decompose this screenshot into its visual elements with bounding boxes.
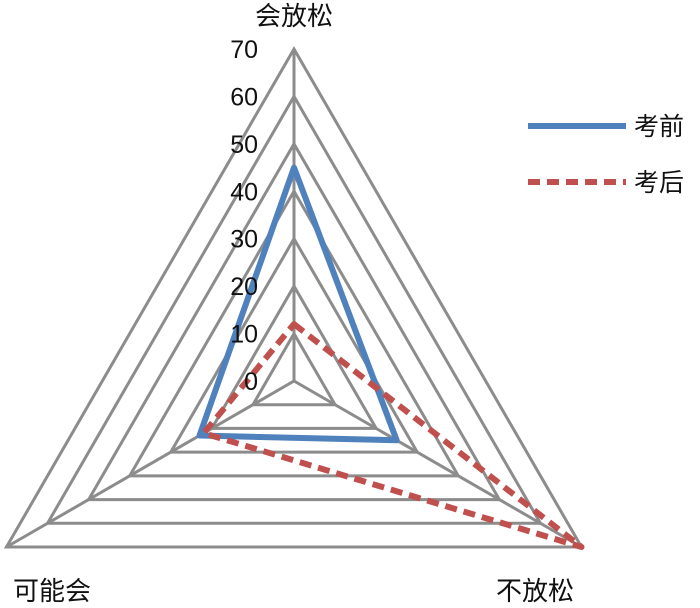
tick-label: 70 bbox=[230, 36, 258, 64]
series-layer bbox=[196, 164, 585, 550]
grid-ring bbox=[44, 93, 544, 525]
tick-label: 30 bbox=[230, 226, 258, 254]
legend-label-after: 考后 bbox=[634, 168, 684, 197]
grid-ring bbox=[86, 140, 502, 502]
grid-spoke bbox=[5, 379, 295, 549]
grid-ring bbox=[250, 330, 338, 407]
axis-label-bottom-right: 不放松 bbox=[496, 577, 574, 607]
tick-label: 0 bbox=[244, 368, 258, 396]
tick-label: 20 bbox=[230, 273, 258, 301]
grid-ring bbox=[209, 283, 379, 430]
tick-label: 10 bbox=[230, 321, 258, 349]
tick-label: 50 bbox=[230, 131, 258, 159]
grid-ring bbox=[3, 46, 585, 549]
series-line-after bbox=[200, 321, 585, 550]
grid-spoke bbox=[293, 379, 583, 549]
grid-ring bbox=[127, 188, 461, 478]
tick-labels: 0 10 20 30 40 50 60 70 bbox=[230, 36, 258, 396]
legend-label-before: 考前 bbox=[634, 112, 684, 141]
series-line-before bbox=[196, 164, 400, 444]
legend: 考前 考后 bbox=[528, 112, 684, 197]
axis-label-top: 会放松 bbox=[255, 2, 333, 32]
radar-grid bbox=[3, 46, 585, 549]
axis-label-bottom-left: 可能会 bbox=[13, 577, 91, 607]
tick-label: 60 bbox=[230, 83, 258, 111]
tick-label: 40 bbox=[230, 178, 258, 206]
